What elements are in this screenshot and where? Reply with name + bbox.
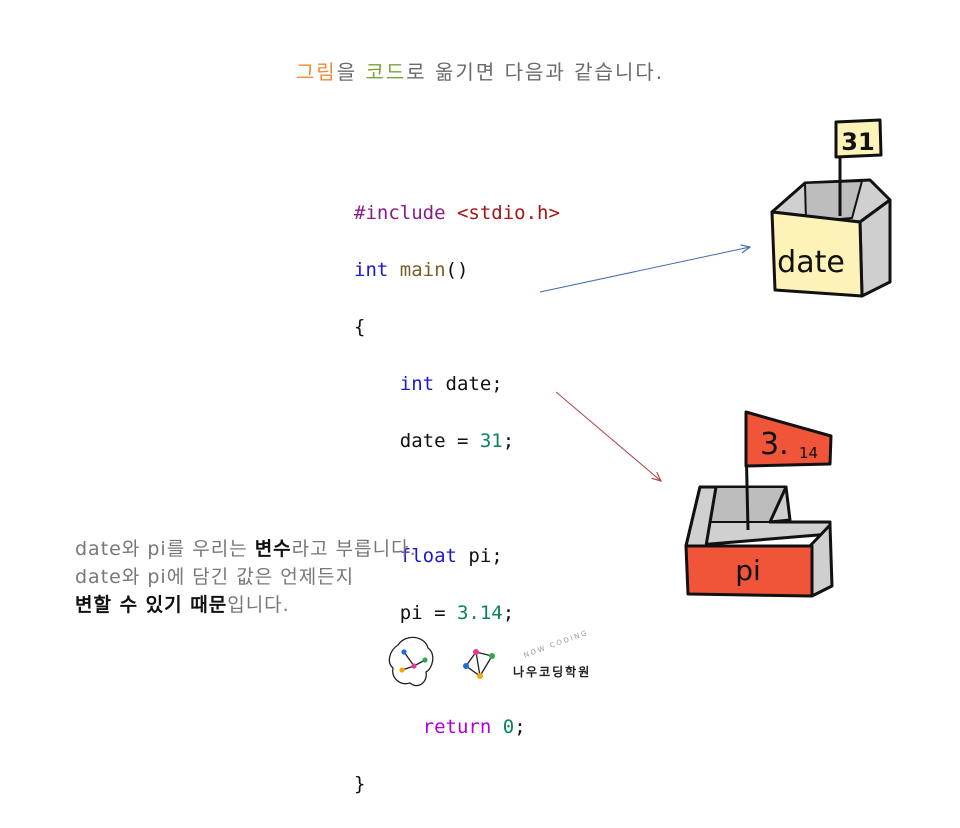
code-line-date-assign: date = 31; [354, 427, 560, 456]
slide-title: 그림을 코드로 옮기면 다음과 같습니다. [0, 56, 960, 85]
code-line-close-brace: } [354, 773, 366, 796]
number-token: 3.14 [456, 601, 503, 624]
code-line-pi-assign: pi = 3.14; [354, 599, 560, 628]
desc-line-2: date와 pi에 담긴 값은 언제든지 [75, 566, 355, 588]
brain-logo-icon [388, 636, 434, 687]
header-token: <stdio.h> [456, 201, 560, 224]
title-word-code: 코드 [365, 60, 407, 84]
pi-flag-decimals: 14 [799, 444, 818, 462]
title-particle-1: 을 [336, 60, 366, 84]
code-line-float-decl: float pi; [354, 542, 560, 571]
decl-token: pi; [456, 544, 503, 567]
pi-box-label: pi [735, 554, 761, 587]
desc-emphasis: 변수 [254, 538, 292, 560]
desc-line-3: 변할 수 있기 때문입니다. [75, 591, 417, 619]
semicolon-token: ; [502, 601, 515, 624]
logo-name: 나우코딩학원 [513, 665, 592, 679]
paren-token: () [445, 258, 469, 281]
title-word-picture: 그림 [295, 60, 337, 84]
desc-line-1: date와 pi를 우리는 변수라고 부릅니다. [75, 535, 417, 563]
pi-box [684, 410, 834, 598]
date-flag-value: 31 [841, 128, 874, 156]
number-token: 31 [479, 430, 503, 453]
semicolon-token: ; [502, 430, 515, 453]
type-token: int [354, 258, 389, 281]
code-line-main: int main() [354, 256, 560, 285]
desc-text: 라고 부릅니다. [291, 538, 417, 560]
code-block: #include <stdio.h> int main() { int date… [354, 170, 560, 828]
code-line-include: #include <stdio.h> [354, 199, 560, 228]
description: date와 pi를 우리는 변수라고 부릅니다. date와 pi에 담긴 값은… [75, 535, 417, 619]
date-arrow [539, 247, 750, 293]
code-line-open-brace: { [354, 315, 366, 338]
date-box [770, 118, 892, 298]
desc-text: date와 pi를 우리는 [75, 538, 255, 560]
network-logo-icon [463, 649, 495, 679]
desc-text: 입니다. [227, 594, 290, 616]
function-token: main [399, 258, 446, 281]
assign-token: pi = [399, 601, 457, 624]
pi-flag-value: 3. [760, 427, 789, 462]
decl-token: date; [434, 373, 503, 396]
preprocessor-token: #include [354, 201, 446, 224]
date-box-label: date [777, 245, 845, 280]
title-rest: 로 옮기면 다음과 같습니다. [406, 60, 665, 84]
desc-emphasis: 변할 수 있기 때문 [75, 594, 228, 616]
illustration-layer: 31 date 3. 14 pi [388, 118, 892, 687]
pi-arrow [555, 391, 661, 481]
assign-token: date = [399, 430, 480, 453]
type-token: float [399, 544, 457, 567]
type-token: int [399, 373, 435, 396]
code-line-int-decl: int date; [354, 370, 560, 399]
